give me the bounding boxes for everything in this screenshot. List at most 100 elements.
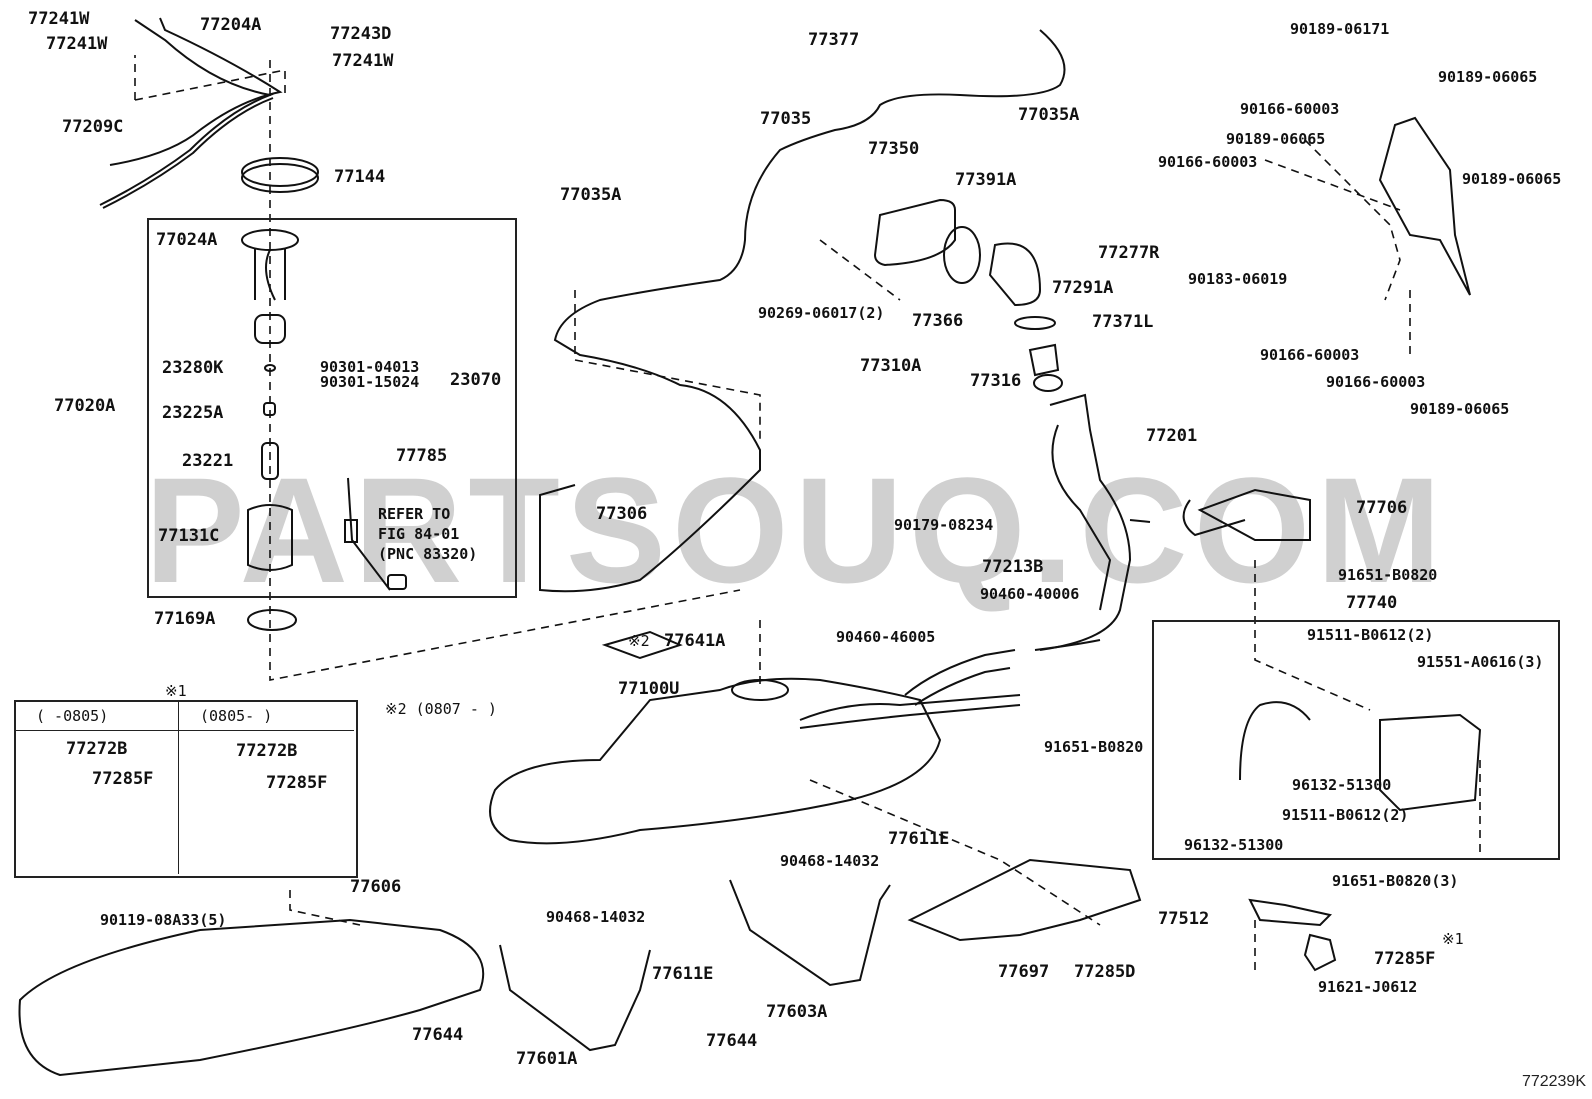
part-label-77241W[interactable]: 77241W (332, 51, 394, 71)
part-label-90460-46005[interactable]: 90460-46005 (836, 628, 936, 646)
diagram-code: 772239K (1521, 1073, 1586, 1090)
part-label-23225A[interactable]: 23225A (162, 403, 224, 423)
bracket-77697 (907, 858, 1142, 942)
part-label-77785[interactable]: 77785 (396, 446, 448, 466)
part-label-23221[interactable]: 23221 (182, 451, 234, 471)
footnote-range-before: ( -0805) (36, 707, 109, 725)
footnote-range-after: (0805- ) (200, 707, 273, 725)
part-label-90468-14032[interactable]: 90468-14032 (780, 852, 880, 870)
part-label-77371L[interactable]: 77371L (1092, 312, 1154, 332)
part-label-77272B[interactable]: 77272B (236, 741, 298, 761)
watermark-text: PARTSOUQ.COM (144, 446, 1448, 614)
part-label-90166-60003[interactable]: 90166-60003 (1326, 373, 1426, 391)
refer-note-line-3: (PNC 83320) (378, 545, 478, 563)
part-label-77285D[interactable]: 77285D (1074, 962, 1136, 982)
part-label-90468-14032[interactable]: 90468-14032 (546, 908, 646, 926)
part-label-77277R[interactable]: 77277R (1098, 243, 1160, 263)
part-label-90179-08234[interactable]: 90179-08234 (894, 516, 994, 534)
part-label-77100U[interactable]: 77100U (618, 679, 680, 699)
part-label-77035A[interactable]: 77035A (560, 185, 622, 205)
fuel-tank (489, 677, 942, 845)
part-label-91621-J0612[interactable]: 91621-J0612 (1318, 978, 1418, 996)
part-label-96132-51300[interactable]: 96132-51300 (1292, 776, 1392, 794)
part-label-77241W[interactable]: 77241W (28, 9, 90, 29)
part-label-77204A[interactable]: 77204A (200, 15, 262, 35)
part-label-77512[interactable]: 77512 (1158, 909, 1210, 929)
part-label-77641A[interactable]: 77641A (664, 631, 726, 651)
part-label-77316[interactable]: 77316 (970, 371, 1022, 391)
part-label-77169A[interactable]: 77169A (154, 609, 216, 629)
part-label-77020A[interactable]: 77020A (54, 396, 116, 416)
part-label-77606[interactable]: 77606 (350, 877, 402, 897)
fuel-door-cable (539, 29, 1066, 593)
part-label-96132-51300[interactable]: 96132-51300 (1184, 836, 1284, 854)
part-label-77644[interactable]: 77644 (412, 1025, 464, 1045)
part-label-77291A[interactable]: 77291A (1052, 278, 1114, 298)
part-label-77391A[interactable]: 77391A (955, 170, 1017, 190)
part-label-77035[interactable]: 77035 (760, 109, 812, 129)
part-label-90119-08A33[interactable]: 90119-08A33(5) (100, 911, 227, 929)
part-label-23280K[interactable]: 23280K (162, 358, 224, 378)
part-label-90189-06171[interactable]: 90189-06171 (1290, 20, 1390, 38)
part-label-23070[interactable]: 23070 (450, 370, 502, 390)
part-label-77611E[interactable]: 77611E (652, 964, 714, 984)
part-label-77601A[interactable]: 77601A (516, 1049, 578, 1069)
part-label-77144[interactable]: 77144 (334, 167, 386, 187)
footnote-mark-1: ※1 (165, 682, 187, 700)
part-label-91511-B0612[interactable]: 91511-B0612(2) (1307, 626, 1434, 644)
part-label-90189-06065[interactable]: 90189-06065 (1462, 170, 1562, 188)
part-label-91551-A0616[interactable]: 91551-A0616(3) (1417, 653, 1544, 671)
part-label-90301-04013[interactable]: 90301-04013 (320, 358, 420, 376)
part-label-77209C[interactable]: 77209C (62, 117, 124, 137)
part-label-90189-06065[interactable]: 90189-06065 (1438, 68, 1538, 86)
part-label-77241W[interactable]: 77241W (46, 34, 108, 54)
part-label-77310A[interactable]: 77310A (860, 356, 922, 376)
fuel-line-77209C (99, 19, 274, 206)
part-label-77611E[interactable]: 77611E (888, 829, 950, 849)
part-label-77740[interactable]: 77740 (1346, 593, 1398, 613)
part-label-77697[interactable]: 77697 (998, 962, 1050, 982)
part-label-90301-15024[interactable]: 90301-15024 (320, 373, 420, 391)
part-label-91651-B0820[interactable]: 91651-B0820 (1044, 738, 1144, 756)
part-label-90183-06019[interactable]: 90183-06019 (1188, 270, 1288, 288)
part-label-90269-06017[interactable]: 90269-06017(2) (758, 304, 885, 322)
pump-retainer-ring (241, 163, 319, 193)
tank-protector (18, 918, 485, 1077)
part-label-77285F[interactable]: 77285F (266, 773, 328, 793)
part-label-90189-06065[interactable]: 90189-06065 (1410, 400, 1510, 418)
part-label-77350[interactable]: 77350 (868, 139, 920, 159)
part-label-77035A[interactable]: 77035A (1018, 105, 1080, 125)
part-label-90166-60003[interactable]: 90166-60003 (1240, 100, 1340, 118)
part-label-91651-B0820[interactable]: 91651-B0820 (1338, 566, 1438, 584)
filler-pipe (1039, 393, 1132, 651)
part-label-77366[interactable]: 77366 (912, 311, 964, 331)
part-label-77603A[interactable]: 77603A (766, 1002, 828, 1022)
fuel-line-77204A (109, 17, 283, 166)
part-label-77377[interactable]: 77377 (808, 30, 860, 50)
part-label-77272B[interactable]: 77272B (66, 739, 128, 759)
part-label-90189-06065[interactable]: 90189-06065 (1226, 130, 1326, 148)
part-label-77201[interactable]: 77201 (1146, 426, 1198, 446)
part-label-77243D[interactable]: 77243D (330, 24, 392, 44)
footnote-mark-1-ref: ※1 (1442, 930, 1464, 948)
footnote-2-range: ※2 (0807 - ) (385, 700, 497, 718)
part-label-90166-60003[interactable]: 90166-60003 (1158, 153, 1258, 171)
part-label-90460-40006[interactable]: 90460-40006 (980, 585, 1080, 603)
part-label-77706[interactable]: 77706 (1356, 498, 1408, 518)
refer-note-line-1: REFER TO (378, 505, 451, 523)
part-label-77285F[interactable]: 77285F (1374, 949, 1436, 969)
part-label-77644[interactable]: 77644 (706, 1031, 758, 1051)
gasket-ring (247, 609, 297, 631)
tank-strap-77601A (499, 944, 651, 1052)
bracket-77277R (1378, 116, 1471, 296)
part-label-91511-B0612[interactable]: 91511-B0612(2) (1282, 806, 1409, 824)
part-label-77024A[interactable]: 77024A (156, 230, 218, 250)
part-label-77213B[interactable]: 77213B (982, 557, 1044, 577)
part-label-90166-60003[interactable]: 90166-60003 (1260, 346, 1360, 364)
part-label-77131C[interactable]: 77131C (158, 526, 220, 546)
part-label-77306[interactable]: 77306 (596, 504, 648, 524)
refer-note-line-2[interactable]: FIG 84-01 (378, 525, 460, 543)
part-label-77285F[interactable]: 77285F (92, 769, 154, 789)
part-label-91651-B0820-3[interactable]: 91651-B0820(3) (1332, 872, 1459, 890)
